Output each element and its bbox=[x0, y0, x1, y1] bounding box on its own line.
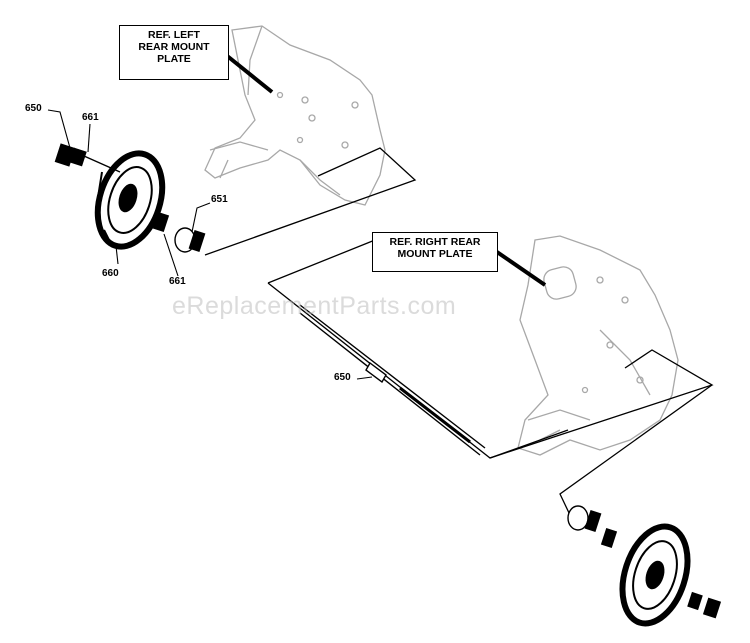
ref-left-line-3: PLATE bbox=[157, 53, 191, 65]
right-bearing-661 bbox=[600, 527, 618, 549]
ref-left-line-1: REF. LEFT bbox=[148, 29, 200, 41]
part-number-660: 660 bbox=[102, 268, 119, 279]
left-plate-leader bbox=[224, 53, 274, 94]
part-number-661-bottom: 661 bbox=[169, 276, 186, 287]
left-bearing-661-inner bbox=[152, 211, 170, 233]
left-nut-650 bbox=[54, 143, 76, 167]
watermark: eReplacementParts.com bbox=[172, 292, 457, 320]
axle-shaft bbox=[299, 304, 486, 456]
part-number-650-top: 650 bbox=[25, 103, 42, 114]
left-bearing-661-outer bbox=[69, 147, 121, 173]
right-plate-leader bbox=[495, 250, 547, 287]
right-wheel-660 bbox=[619, 523, 691, 627]
assembly-lines bbox=[204, 147, 714, 516]
ref-right-line-1: REF. RIGHT REAR bbox=[389, 236, 481, 248]
part-number-650-axle: 650 bbox=[334, 372, 351, 383]
ref-left-rear-mount-plate-label: REF. LEFT REAR MOUNT PLATE bbox=[119, 25, 229, 80]
ref-left-line-2: REAR MOUNT bbox=[138, 41, 210, 53]
left-rear-mount-plate bbox=[204, 25, 386, 206]
left-spacer-651 bbox=[174, 227, 206, 253]
right-outer-bearing-and-nut bbox=[687, 591, 722, 619]
part-number-651: 651 bbox=[211, 194, 228, 205]
part-number-leaders bbox=[47, 109, 373, 380]
right-spacer-651 bbox=[567, 505, 602, 532]
part-number-661-top: 661 bbox=[82, 112, 99, 123]
left-wheel-660 bbox=[94, 150, 166, 250]
ref-right-line-2: MOUNT PLATE bbox=[397, 248, 473, 260]
ref-right-rear-mount-plate-label: REF. RIGHT REAR MOUNT PLATE bbox=[372, 232, 498, 272]
